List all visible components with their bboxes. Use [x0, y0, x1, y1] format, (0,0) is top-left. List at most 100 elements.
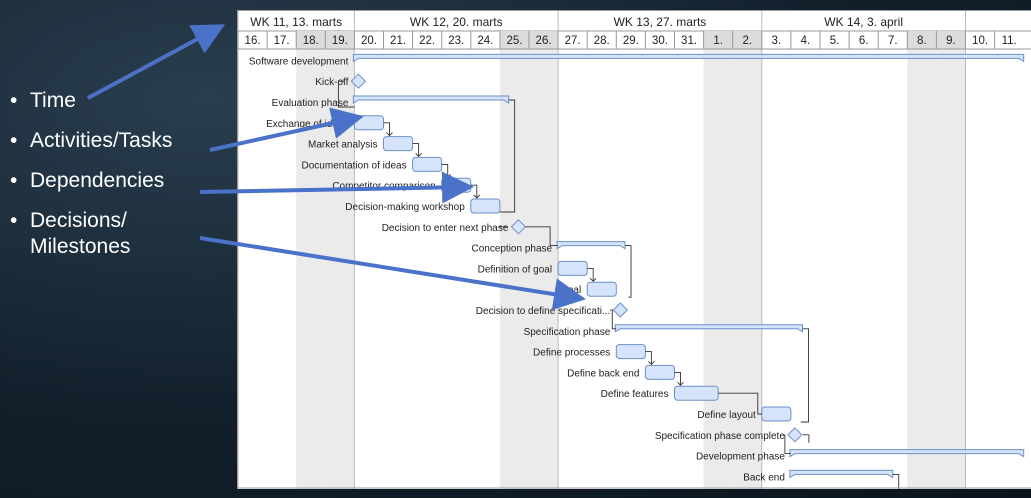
bullet-item: •Dependencies: [10, 169, 165, 192]
day-label: 29.: [623, 35, 639, 47]
bullet-item: •Time: [10, 89, 76, 112]
week-header: WK 12, 20. marts: [410, 15, 503, 29]
day-label: 2.: [742, 35, 752, 47]
milestone-diamond[interactable]: [510, 219, 527, 235]
day-label: 21.: [390, 35, 406, 47]
summary-bar[interactable]: [789, 469, 894, 479]
day-cell-weekend: [499, 31, 529, 49]
dependency-link: [784, 434, 791, 455]
task-label: Conception phase: [471, 244, 552, 255]
dependency-link: [412, 143, 420, 157]
task-label: Specification phase: [524, 327, 611, 338]
dependency-link: [800, 328, 809, 423]
day-label: 26.: [536, 35, 552, 47]
task-label: Decision to enter next phase: [382, 223, 509, 234]
day-label: 20.: [361, 35, 377, 47]
task-label: Evaluation phase: [272, 98, 349, 109]
day-cell-weekend: [936, 31, 966, 49]
dependency-link: [587, 267, 594, 282]
day-cell-weekend: [732, 31, 762, 49]
dependency-link: [625, 245, 632, 298]
weekend-column: [936, 49, 966, 489]
day-cell-weekend: [907, 31, 937, 49]
day-label: 1.: [713, 35, 723, 47]
day-label: 16.: [245, 35, 261, 47]
task-bar[interactable]: [353, 115, 385, 131]
day-label: 8.: [917, 35, 927, 47]
task-label: Back end: [743, 472, 785, 483]
task-bar[interactable]: [470, 198, 501, 214]
milestone-diamond[interactable]: [612, 302, 629, 318]
task-bar[interactable]: [644, 364, 675, 380]
weekend-column: [296, 49, 326, 489]
task-label: Define processes: [533, 348, 610, 359]
day-label: 27.: [565, 35, 581, 47]
day-label: 23.: [448, 35, 464, 47]
bullet-item-continuation: Milestones: [30, 235, 131, 258]
week-header: WK 13, 27. marts: [614, 15, 707, 29]
dependency-link: [610, 309, 617, 330]
bullet-list: •Time •Activities/Tasks •Dependencies •D…: [8, 88, 172, 260]
summary-bar[interactable]: [352, 53, 1025, 63]
day-cell-weekend: [529, 31, 559, 49]
task-label: Exchange of ideas: [266, 119, 348, 130]
task-label: Documentation of ideas: [302, 160, 407, 171]
weekend-column: [325, 49, 355, 489]
task-bar[interactable]: [761, 406, 792, 422]
weekend-column: [907, 49, 937, 489]
summary-bar[interactable]: [614, 324, 804, 333]
weekend-column: [703, 49, 733, 489]
day-cell-weekend: [325, 31, 355, 49]
dependency-link: [499, 99, 516, 213]
summary-bar[interactable]: [556, 241, 626, 250]
day-label: 4.: [801, 35, 811, 47]
task-bar[interactable]: [586, 281, 617, 297]
dependency-arrowhead: [648, 361, 655, 366]
task-label: Kick-off: [315, 77, 348, 88]
day-label: 3.: [772, 35, 782, 47]
weekend-column: [732, 49, 762, 489]
bullet-item: •Decisions/: [10, 209, 127, 232]
task-label: Market analysis: [308, 140, 377, 151]
task-bar[interactable]: [615, 344, 646, 360]
dependency-link: [892, 473, 900, 489]
day-label: 10.: [972, 35, 988, 47]
day-label: 22.: [419, 35, 435, 47]
task-bar[interactable]: [674, 385, 719, 401]
milestone-diamond[interactable]: [787, 427, 803, 443]
task-label: Competitor comparison: [332, 181, 435, 192]
task-bar[interactable]: [412, 156, 443, 172]
day-label: 17.: [274, 35, 290, 47]
milestone-diamond[interactable]: [350, 73, 367, 89]
dependency-link: [718, 392, 762, 415]
day-cell-weekend: [703, 31, 733, 49]
summary-bar[interactable]: [789, 449, 1025, 458]
day-label: 24.: [477, 35, 493, 47]
day-label: 5.: [830, 35, 840, 47]
dependency-link: [470, 184, 478, 198]
task-label: Decision-making workshop: [345, 202, 465, 213]
task-label: Define layout: [697, 410, 756, 421]
day-label: 11.: [1002, 35, 1017, 47]
day-label: 30.: [652, 35, 668, 47]
dependency-link: [337, 80, 355, 108]
dependency-link: [383, 122, 390, 136]
task-bar[interactable]: [557, 260, 588, 276]
day-cell-weekend: [296, 31, 326, 49]
summary-bar[interactable]: [352, 95, 510, 104]
dependency-link: [441, 163, 449, 178]
task-label: Define back end: [567, 368, 639, 379]
dependency-arrowhead: [473, 194, 481, 199]
task-bar[interactable]: [441, 177, 472, 193]
task-bar[interactable]: [383, 136, 414, 152]
dependency-arrowhead: [415, 153, 422, 158]
dependency-arrowhead: [677, 381, 684, 386]
day-label: 6.: [859, 35, 869, 47]
task-label: Decision to define specificati...: [476, 306, 611, 317]
dependency-link: [674, 371, 681, 386]
dependency-link: [802, 434, 810, 443]
task-label: Software development: [249, 56, 349, 67]
day-label: 19.: [332, 35, 348, 47]
